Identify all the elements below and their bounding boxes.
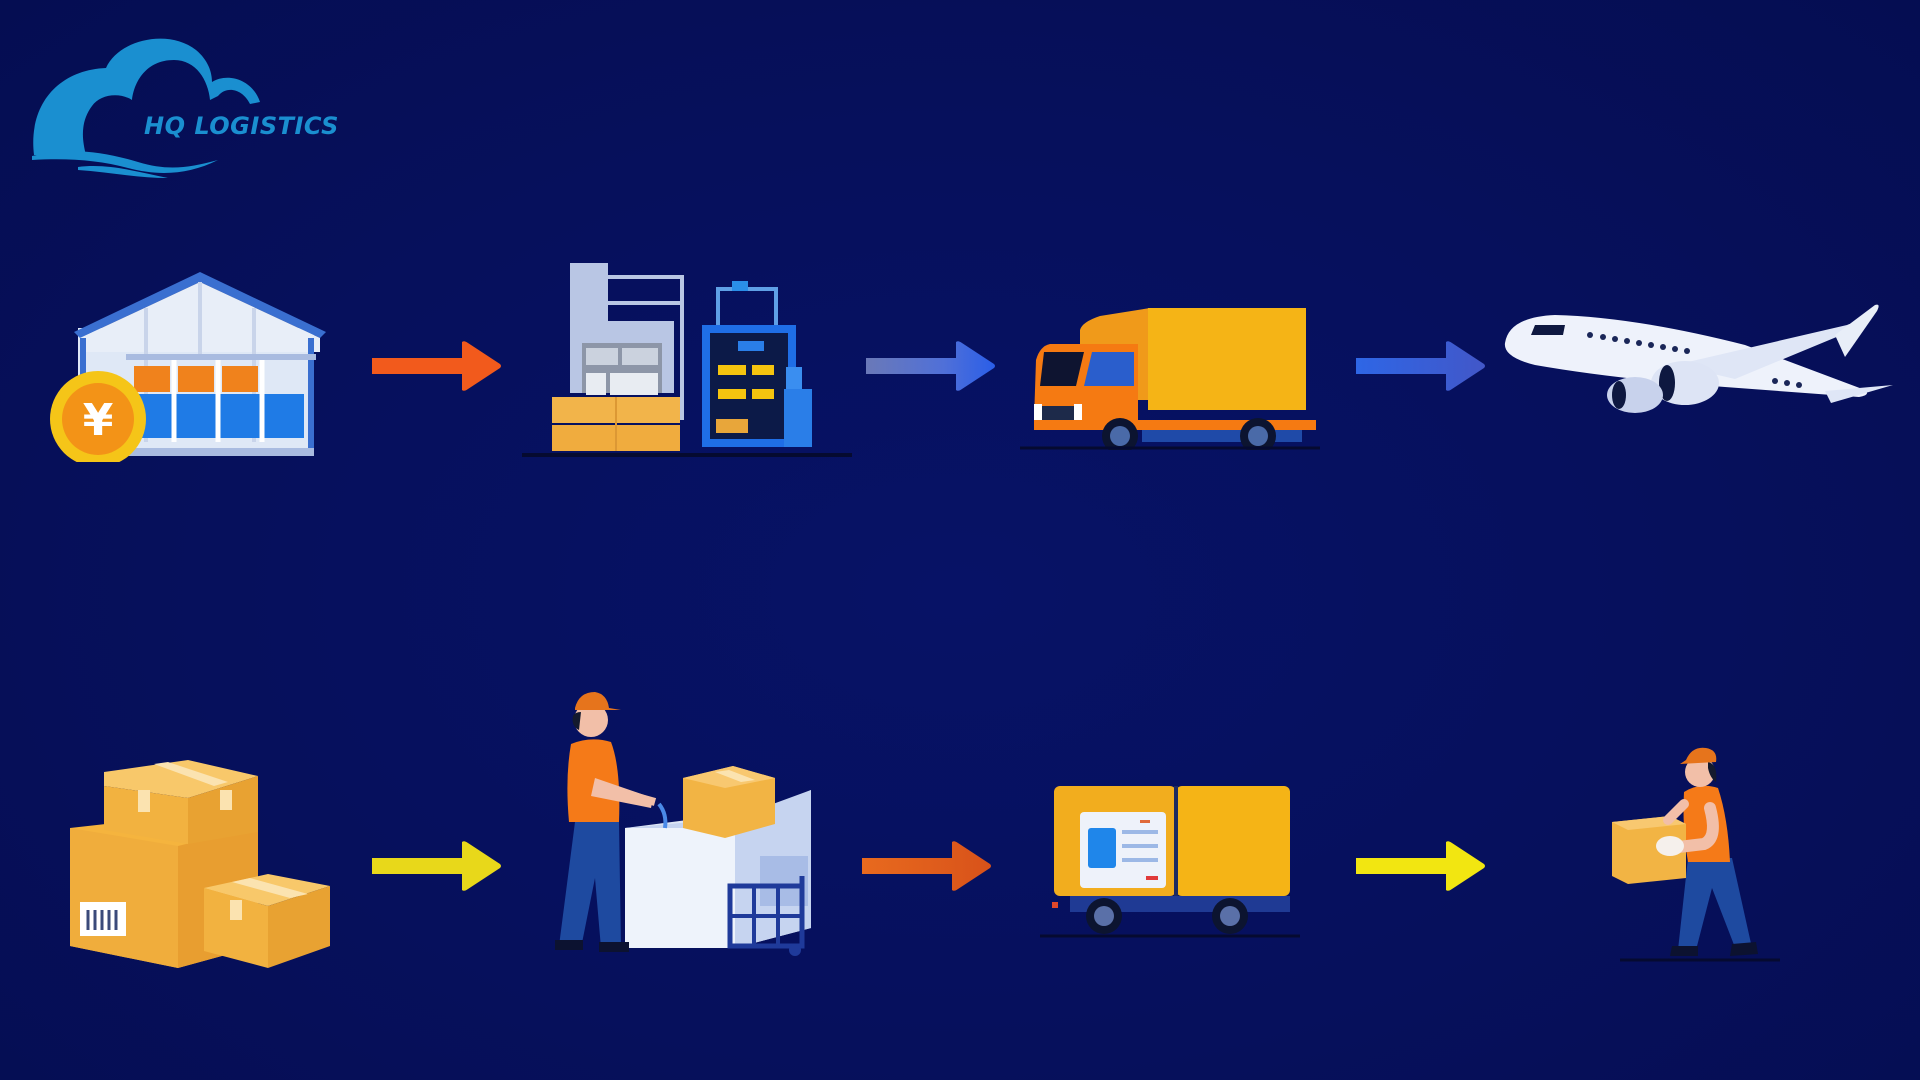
worker-sorting-package-icon — [555, 692, 811, 956]
arrow-right-icon — [862, 841, 991, 891]
flow-arrow-6 — [1356, 840, 1486, 892]
flow-arrow-3 — [1356, 340, 1486, 392]
flow-arrow-2 — [866, 340, 996, 392]
arrow-right-icon — [1356, 841, 1485, 891]
arrow-right-icon — [372, 841, 501, 891]
step-van-delivery — [1040, 780, 1300, 940]
warehouse-forklift-boxes-icon — [522, 263, 852, 457]
flow-arrow-4 — [372, 840, 502, 892]
stacked-boxes-icon — [70, 760, 330, 968]
step-warehouse-loading — [522, 255, 852, 460]
brand-logo: HQ LOGISTICS — [28, 30, 348, 180]
step-sorting — [555, 678, 830, 958]
step-truck-transport — [1020, 300, 1320, 450]
flow-arrow-5 — [862, 840, 992, 892]
step-packages — [68, 746, 338, 971]
step-handover — [1600, 738, 1790, 963]
brand-name: HQ LOGISTICS — [144, 112, 339, 140]
arrow-right-icon — [1356, 341, 1485, 391]
cloud-wave-icon — [32, 38, 260, 178]
svg-text:¥: ¥ — [83, 395, 114, 446]
airplane-icon — [1504, 304, 1893, 413]
delivery-truck-icon — [1020, 308, 1320, 450]
courier-carrying-box-icon — [1612, 747, 1780, 962]
flow-arrow-1 — [372, 340, 502, 392]
arrow-right-icon — [866, 341, 995, 391]
warehouse-with-yen-coin-icon: ¥ — [50, 272, 326, 462]
arrow-right-icon — [372, 341, 501, 391]
delivery-van-icon — [1040, 786, 1300, 938]
step-air-freight — [1495, 295, 1895, 415]
step-warehouse-payment: ¥ — [50, 262, 340, 462]
